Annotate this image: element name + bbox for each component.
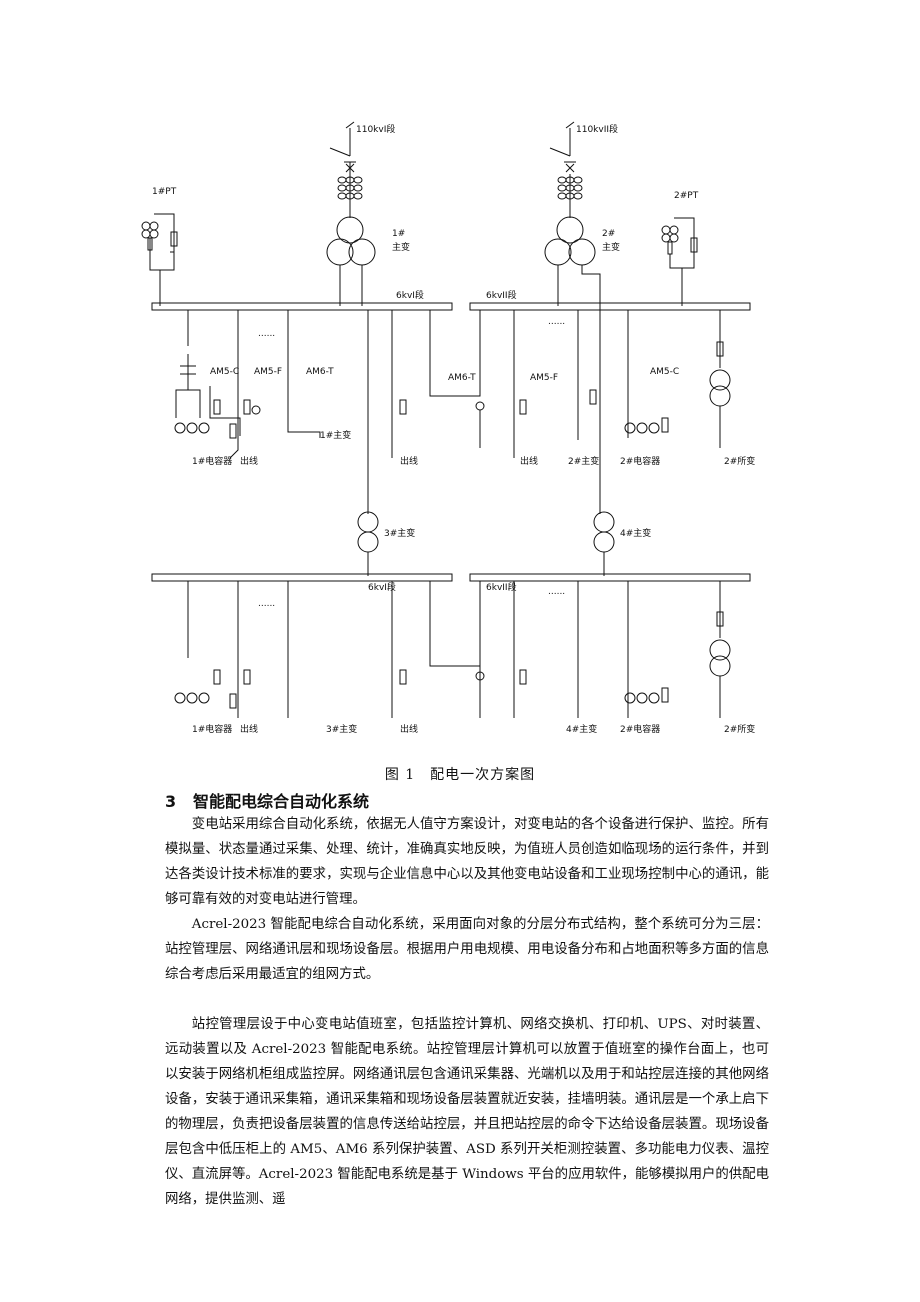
label-bus-3: 6kvI段 xyxy=(368,581,396,593)
label-pt-1: 1#PT xyxy=(152,187,177,197)
pt-1 xyxy=(141,213,178,306)
pt-2 xyxy=(661,217,698,306)
transformer-3 xyxy=(357,466,379,576)
body-paragraph-1: 变电站采用综合自动化系统，依据无人值守方案设计，对变电站的各个设备进行保护、监控… xyxy=(165,812,769,912)
paragraph-text: Acrel-2023 智能配电综合自动化系统，采用面向对象的分层分布式结构，整个… xyxy=(165,917,769,982)
label-dots-1: ...... xyxy=(258,329,275,339)
ct-cluster-1 xyxy=(337,176,363,200)
label-tx3: 3#主变 xyxy=(384,527,415,539)
ct-cluster-2 xyxy=(557,176,583,200)
single-line-diagram: 110kvI段 110kvII段 1#PT 2#PT 1# 主变 2# 主变 6… xyxy=(130,118,770,740)
label-main-tx-2: 2# xyxy=(602,229,615,239)
label-main-tx-1: 1# xyxy=(392,229,405,239)
main-transformer-2 xyxy=(544,216,596,266)
label-bottom-1g: 2#电容器 xyxy=(620,455,660,467)
figure-caption: 图 1 配电一次方案图 xyxy=(384,767,536,783)
label-ct-3: AM6-T xyxy=(306,367,334,377)
label-bus-2: 6kvII段 xyxy=(486,289,517,301)
label-incoming-2: 110kvII段 xyxy=(576,123,618,135)
label-ct-5: AM5-F xyxy=(530,373,558,383)
label-bottom-1f: 2#主变 xyxy=(568,455,599,467)
label-bottom-2f: 2#电容器 xyxy=(620,723,660,735)
label-bottom-1h: 2#所变 xyxy=(724,455,755,467)
label-ct-2: AM5-F xyxy=(254,367,282,377)
label-bottom-2a: 1#电容器 xyxy=(192,723,232,735)
label-dots-4: ...... xyxy=(548,587,565,597)
section-number: 3 xyxy=(165,792,177,811)
label-bottom-2e: 4#主变 xyxy=(566,723,597,735)
label-bus-4: 6kvII段 xyxy=(486,581,517,593)
busbar-6kv-3 xyxy=(151,573,453,582)
busbar-6kv-1 xyxy=(151,302,453,311)
label-bottom-1e: 出线 xyxy=(520,455,538,467)
label-bottom-1d: 出线 xyxy=(400,455,418,467)
busbar-6kv-4 xyxy=(469,573,751,582)
feeders-top-right xyxy=(391,310,731,458)
label-incoming-1: 110kvI段 xyxy=(356,123,395,135)
label-bottom-1c: 1#主变 xyxy=(320,429,351,441)
paragraph-text: 站控管理层设于中心变电站值班室，包括监控计算机、网络交换机、打印机、UPS、对时… xyxy=(165,1017,769,1207)
body-paragraph-2: Acrel-2023 智能配电综合自动化系统，采用面向对象的分层分布式结构，整个… xyxy=(165,912,769,987)
label-pt-2: 2#PT xyxy=(674,191,699,201)
label-dots-2: ...... xyxy=(548,317,565,327)
transformer-4 xyxy=(593,368,615,576)
section-title: 智能配电综合自动化系统 xyxy=(193,792,370,811)
label-tx4: 4#主变 xyxy=(620,527,651,539)
label-bottom-1a: 1#电容器 xyxy=(192,455,232,467)
body-paragraph-3: 站控管理层设于中心变电站值班室，包括监控计算机、网络交换机、打印机、UPS、对时… xyxy=(165,1012,769,1212)
incoming-feeder-1 xyxy=(326,121,376,306)
feeders-bottom xyxy=(174,581,731,718)
label-bottom-1b: 出线 xyxy=(240,455,258,467)
label-main-tx-1-word: 主变 xyxy=(392,241,410,253)
label-ct-1: AM5-C xyxy=(210,367,239,377)
label-bottom-2d: 出线 xyxy=(400,723,418,735)
label-main-tx-2-word: 主变 xyxy=(602,241,620,253)
incoming-feeder-2 xyxy=(544,121,601,368)
label-dots-3: ...... xyxy=(258,599,275,609)
label-ct-6: AM5-C xyxy=(650,367,679,377)
paragraph-text: 变电站采用综合自动化系统，依据无人值守方案设计，对变电站的各个设备进行保护、监控… xyxy=(165,817,769,907)
busbar-6kv-2 xyxy=(469,302,751,311)
section-heading: 3 智能配电综合自动化系统 xyxy=(165,788,369,812)
label-bottom-2b: 出线 xyxy=(240,723,258,735)
main-transformer-1 xyxy=(326,216,376,266)
label-bottom-2c: 3#主变 xyxy=(326,723,357,735)
feeders-top-left xyxy=(174,310,369,466)
label-ct-4: AM6-T xyxy=(448,373,476,383)
label-bottom-2g: 2#所变 xyxy=(724,723,755,735)
label-bus-1: 6kvI段 xyxy=(396,289,424,301)
